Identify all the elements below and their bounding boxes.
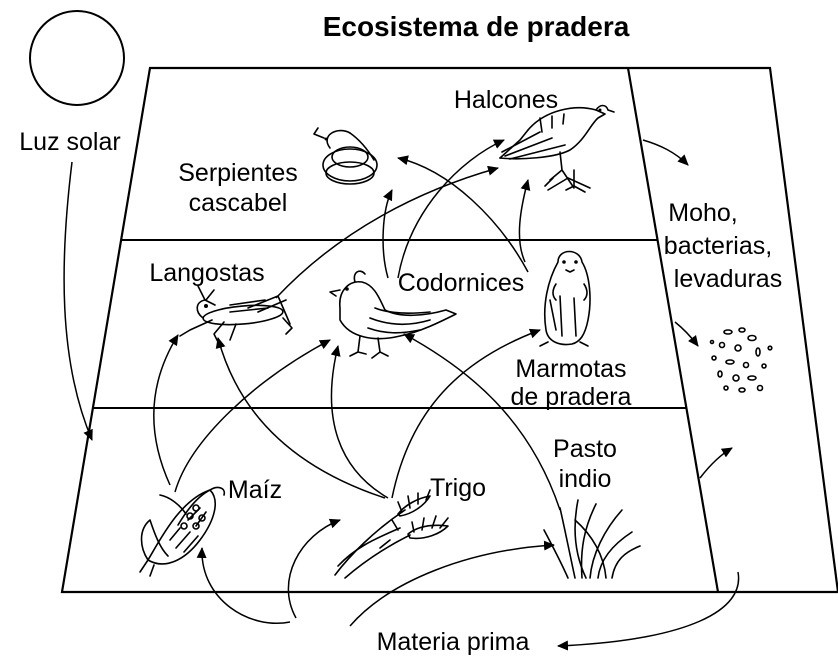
- prairie-dogs-label-line1: Marmotas: [515, 355, 626, 383]
- arrow-producers-to-decomposers: [699, 447, 733, 479]
- arrow-sun-to-producers: [63, 161, 93, 441]
- snakes-label-line1: Serpientes: [178, 159, 298, 187]
- prairie-dogs-label-line2: de pradera: [511, 383, 632, 411]
- grass-label-line1: Pasto: [553, 435, 617, 463]
- arrow-corn-to-grasshoppers: [153, 334, 179, 486]
- sun-label: Luz solar: [19, 128, 120, 156]
- snakes-label-line2: cascabel: [189, 189, 288, 217]
- diagram-title: Ecosistema de pradera: [323, 11, 630, 42]
- hawk-icon: [499, 104, 615, 193]
- arrow-raw-to-wheat: [287, 518, 341, 619]
- hawks-label: Halcones: [454, 86, 558, 114]
- raw-material-label: Materia prima: [377, 628, 530, 656]
- grass-icon: [543, 499, 641, 579]
- arrow-into-microbes: [674, 321, 699, 347]
- food-web-arrows: [63, 139, 740, 651]
- arrow-grasshoppers-to-hawks: [275, 165, 499, 299]
- arrow-wheat-to-prairie-dogs: [391, 328, 541, 499]
- wheat-label: Trigo: [430, 474, 486, 502]
- arrow-wheat-to-grasshoppers: [215, 337, 386, 499]
- decomposers-label-line1: Moho,: [668, 199, 737, 227]
- corn-icon: [139, 486, 226, 577]
- decomposers-label-line3: levaduras: [674, 265, 782, 293]
- arrow-corn-to-quail: [174, 339, 331, 493]
- grass-label-line2: indio: [559, 465, 612, 493]
- arrow-prairie-dogs-to-hawks: [518, 179, 531, 263]
- microbes-icon: [709, 327, 773, 393]
- grasshoppers-label: Langostas: [149, 259, 264, 287]
- quail-label: Codornices: [398, 269, 524, 297]
- arrow-raw-to-grass: [349, 540, 555, 627]
- arrow-grass-to-quail: [403, 333, 561, 511]
- quail-icon: [329, 270, 457, 359]
- snake-icon: [313, 127, 378, 185]
- arrow-quail-to-snakes: [382, 189, 393, 279]
- pyramid-frame: [60, 66, 838, 594]
- wheat-icon: [334, 489, 449, 579]
- arrow-decomposers-to-raw-material: [557, 571, 740, 651]
- arrow-quail-to-hawks: [397, 139, 505, 279]
- grasshopper-icon: [179, 285, 293, 343]
- sun-icon: [29, 10, 125, 106]
- arrow-raw-to-corn: [196, 547, 291, 624]
- arrow-hawks-to-decomposers: [642, 139, 689, 166]
- corn-label: Maíz: [228, 476, 282, 504]
- arrow-wheat-to-quail: [330, 345, 389, 499]
- decomposers-label-line2: bacterias,: [664, 232, 772, 260]
- prairie-dog-icon: [539, 250, 591, 347]
- arrow-prairie-dogs-to-snakes: [397, 155, 529, 273]
